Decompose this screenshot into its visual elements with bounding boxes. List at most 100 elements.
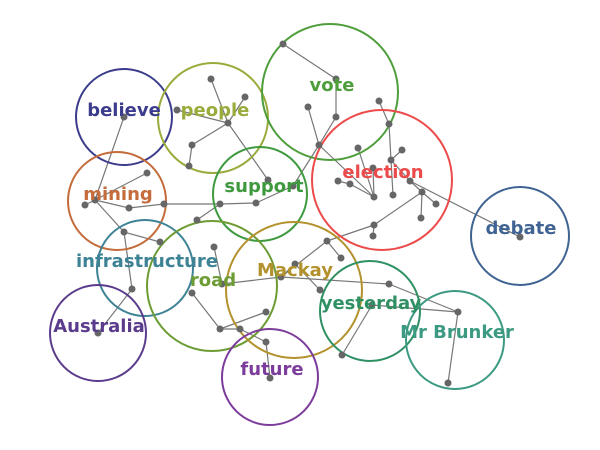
edge xyxy=(294,263,321,291)
edge xyxy=(326,224,375,242)
node xyxy=(207,75,215,83)
node xyxy=(188,141,196,149)
node xyxy=(417,214,425,222)
topic-label-people[interactable]: people xyxy=(181,100,250,121)
edge xyxy=(420,191,423,219)
edge xyxy=(388,283,459,313)
topic-label-australia[interactable]: Australia xyxy=(53,316,145,337)
edge xyxy=(176,109,229,124)
edge xyxy=(265,341,271,379)
node xyxy=(375,97,383,105)
edge xyxy=(210,78,229,124)
node xyxy=(454,308,462,316)
edge xyxy=(128,203,165,209)
node xyxy=(264,176,272,184)
topic-circle-debate xyxy=(470,186,570,286)
nodes xyxy=(81,40,524,387)
topic-label-mining[interactable]: mining xyxy=(83,184,153,205)
node xyxy=(188,289,196,297)
edge xyxy=(213,246,223,285)
topic-label-road[interactable]: road xyxy=(190,270,236,291)
topic-label-election[interactable]: election xyxy=(342,162,423,183)
node xyxy=(143,169,151,177)
edge xyxy=(292,144,320,187)
node xyxy=(315,141,323,149)
node xyxy=(369,164,377,172)
edges xyxy=(84,43,521,384)
edge xyxy=(219,202,257,205)
node xyxy=(369,232,377,240)
edge xyxy=(447,311,459,384)
topic-label-support[interactable]: support xyxy=(224,176,304,197)
node xyxy=(120,228,128,236)
node xyxy=(346,180,354,188)
topic-circle-vote xyxy=(261,23,399,161)
edge xyxy=(409,180,521,238)
edge xyxy=(371,304,459,313)
node xyxy=(432,200,440,208)
node xyxy=(354,144,362,152)
topic-label-vote[interactable]: vote xyxy=(310,75,355,96)
node xyxy=(125,204,133,212)
edge xyxy=(188,144,193,167)
edge xyxy=(318,116,337,146)
edge xyxy=(280,240,328,278)
topic-circle-believe xyxy=(75,68,173,166)
topic-label-future[interactable]: future xyxy=(240,359,303,380)
node xyxy=(323,237,331,245)
node xyxy=(398,146,406,154)
edge xyxy=(123,231,133,290)
node xyxy=(444,379,452,387)
topic-circle-mr-brunker xyxy=(405,290,505,390)
node xyxy=(334,177,342,185)
node xyxy=(332,75,340,83)
node xyxy=(262,308,270,316)
node xyxy=(241,93,249,101)
node xyxy=(218,280,226,288)
node xyxy=(368,301,376,309)
node xyxy=(266,374,274,382)
topic-label-debate[interactable]: debate xyxy=(486,218,557,239)
edge xyxy=(390,159,394,196)
edge xyxy=(97,288,133,334)
node xyxy=(338,351,346,359)
topic-label-believe[interactable]: believe xyxy=(87,100,161,121)
node xyxy=(370,193,378,201)
node xyxy=(91,196,99,204)
edge xyxy=(318,144,375,198)
topic-labels: believe people vote election support min… xyxy=(53,75,556,380)
edge xyxy=(307,106,320,146)
node xyxy=(418,188,426,196)
topic-circle-infrastructure xyxy=(96,219,194,317)
node xyxy=(389,191,397,199)
node xyxy=(332,113,340,121)
node xyxy=(252,199,260,207)
edge xyxy=(282,43,337,80)
node xyxy=(316,286,324,294)
edge xyxy=(326,240,342,259)
topic-label-mr-brunker[interactable]: Mr Brunker xyxy=(400,322,514,343)
edge xyxy=(227,122,269,181)
topic-label-mackay[interactable]: Mackay xyxy=(257,260,333,281)
node xyxy=(216,325,224,333)
edge xyxy=(390,159,411,182)
topic-circle-yesterday xyxy=(319,260,421,362)
edge xyxy=(94,199,130,209)
node xyxy=(216,200,224,208)
node xyxy=(156,238,164,246)
node xyxy=(160,200,168,208)
topic-circle-election xyxy=(311,109,453,251)
edge xyxy=(123,231,161,243)
node xyxy=(291,260,299,268)
node xyxy=(173,106,181,114)
node xyxy=(406,177,414,185)
node xyxy=(516,233,524,241)
node xyxy=(279,40,287,48)
edge xyxy=(341,304,373,356)
node xyxy=(81,201,89,209)
topic-label-yesterday[interactable]: yesterday xyxy=(321,293,422,314)
edge xyxy=(357,147,375,198)
topic-label-infrastructure[interactable]: infrastructure xyxy=(76,251,218,272)
